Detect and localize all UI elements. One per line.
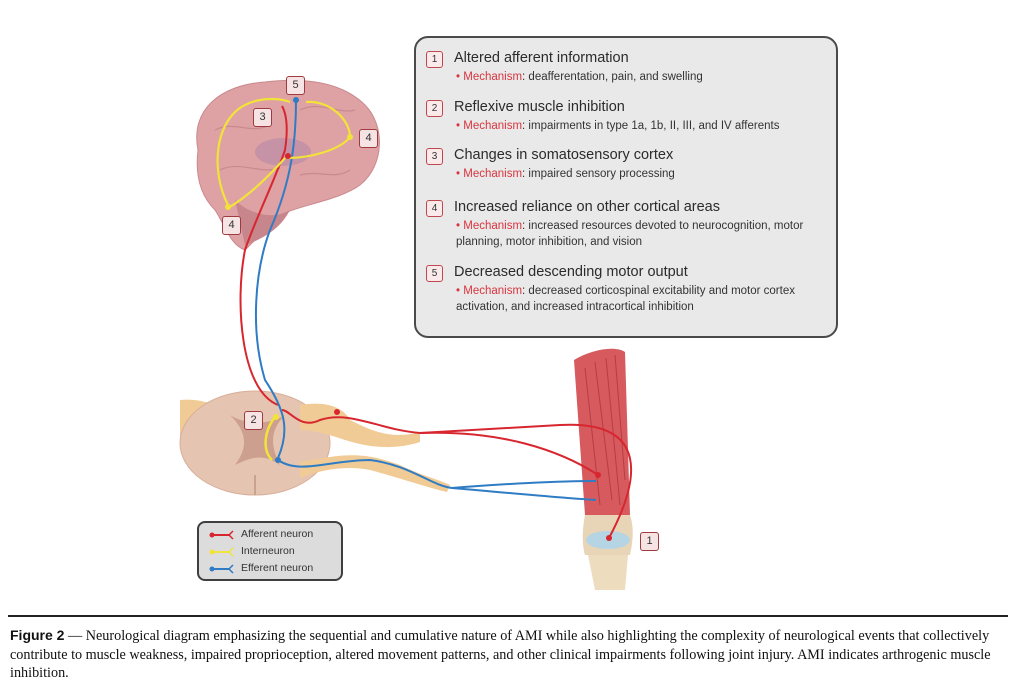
mechanism-description: • Mechanism: deafferentation, pain, and … — [456, 71, 703, 83]
efferent-pathway-peripheral — [277, 458, 597, 490]
badge-1-knee: 1 — [640, 532, 659, 551]
badge-4-occipital: 4 — [222, 216, 241, 235]
mechanism-label: Mechanism — [463, 285, 523, 297]
mechanism-description: • Mechanism: impaired sensory processing — [456, 168, 675, 180]
mechanism-title: Reflexive muscle inhibition — [454, 99, 625, 115]
mechanisms-panel: 1 Altered afferent information • Mechani… — [414, 36, 838, 338]
diagram-illustration — [179, 79, 633, 590]
mechanism-title: Changes in somatosensory cortex — [454, 147, 674, 163]
mechanism-label: Mechanism — [463, 220, 523, 232]
neural-pathways — [216, 97, 633, 541]
neuron-legend: Afferent neuron Interneuron Efferent neu… — [197, 521, 343, 581]
mechanism-label: Mechanism — [463, 71, 523, 83]
number-badge: 2 — [426, 100, 443, 117]
efferent-pathway-peripheral-2 — [451, 487, 597, 501]
caption-text: Neurological diagram emphasizing the seq… — [10, 628, 991, 681]
interneuron-pathway-brain-lower — [227, 157, 286, 209]
mechanism-description: • Mechanism: decreased corticospinal exc… — [456, 285, 795, 313]
efferent-neuron-icon — [209, 564, 234, 574]
interneuron-pathway-spinal — [264, 415, 277, 461]
number-badge: 5 — [426, 265, 443, 282]
badge-4-frontal: 4 — [359, 129, 378, 148]
caption-divider — [8, 615, 1008, 617]
interneuron-icon — [209, 547, 234, 557]
spinal-cord-illustration — [179, 390, 450, 496]
mechanism-title: Decreased descending motor output — [454, 264, 688, 280]
mechanism-title: Altered afferent information — [454, 50, 629, 66]
mechanism-description: • Mechanism: impairments in type 1a, 1b,… — [456, 120, 780, 132]
figure-label: Figure 2 — [10, 627, 65, 643]
interneuron-pathway-brain-arc — [216, 97, 291, 206]
badge-5-brain: 5 — [286, 76, 305, 95]
mechanism-label: Mechanism — [463, 168, 523, 180]
afferent-pathway-muscle — [419, 431, 599, 476]
afferent-neuron-icon — [209, 530, 234, 540]
number-badge: 4 — [426, 200, 443, 217]
afferent-pathway-ascending — [239, 105, 288, 406]
mechanism-title: Increased reliance on other cortical are… — [454, 199, 720, 215]
figure-diagram: 5 3 4 4 2 1 1 Altered afferent informati… — [179, 36, 838, 590]
badge-2-spinal: 2 — [244, 411, 263, 430]
number-badge: 1 — [426, 51, 443, 68]
mechanism-label: Mechanism — [463, 120, 523, 132]
efferent-pathway-descending — [254, 99, 297, 459]
badge-3-brain: 3 — [253, 108, 272, 127]
number-badge: 3 — [426, 148, 443, 165]
leg-illustration — [574, 348, 633, 590]
mechanism-description: • Mechanism: increased resources devoted… — [456, 220, 804, 248]
brain-illustration — [196, 79, 380, 251]
figure-caption: Figure 2 — Neurological diagram emphasiz… — [10, 627, 991, 681]
